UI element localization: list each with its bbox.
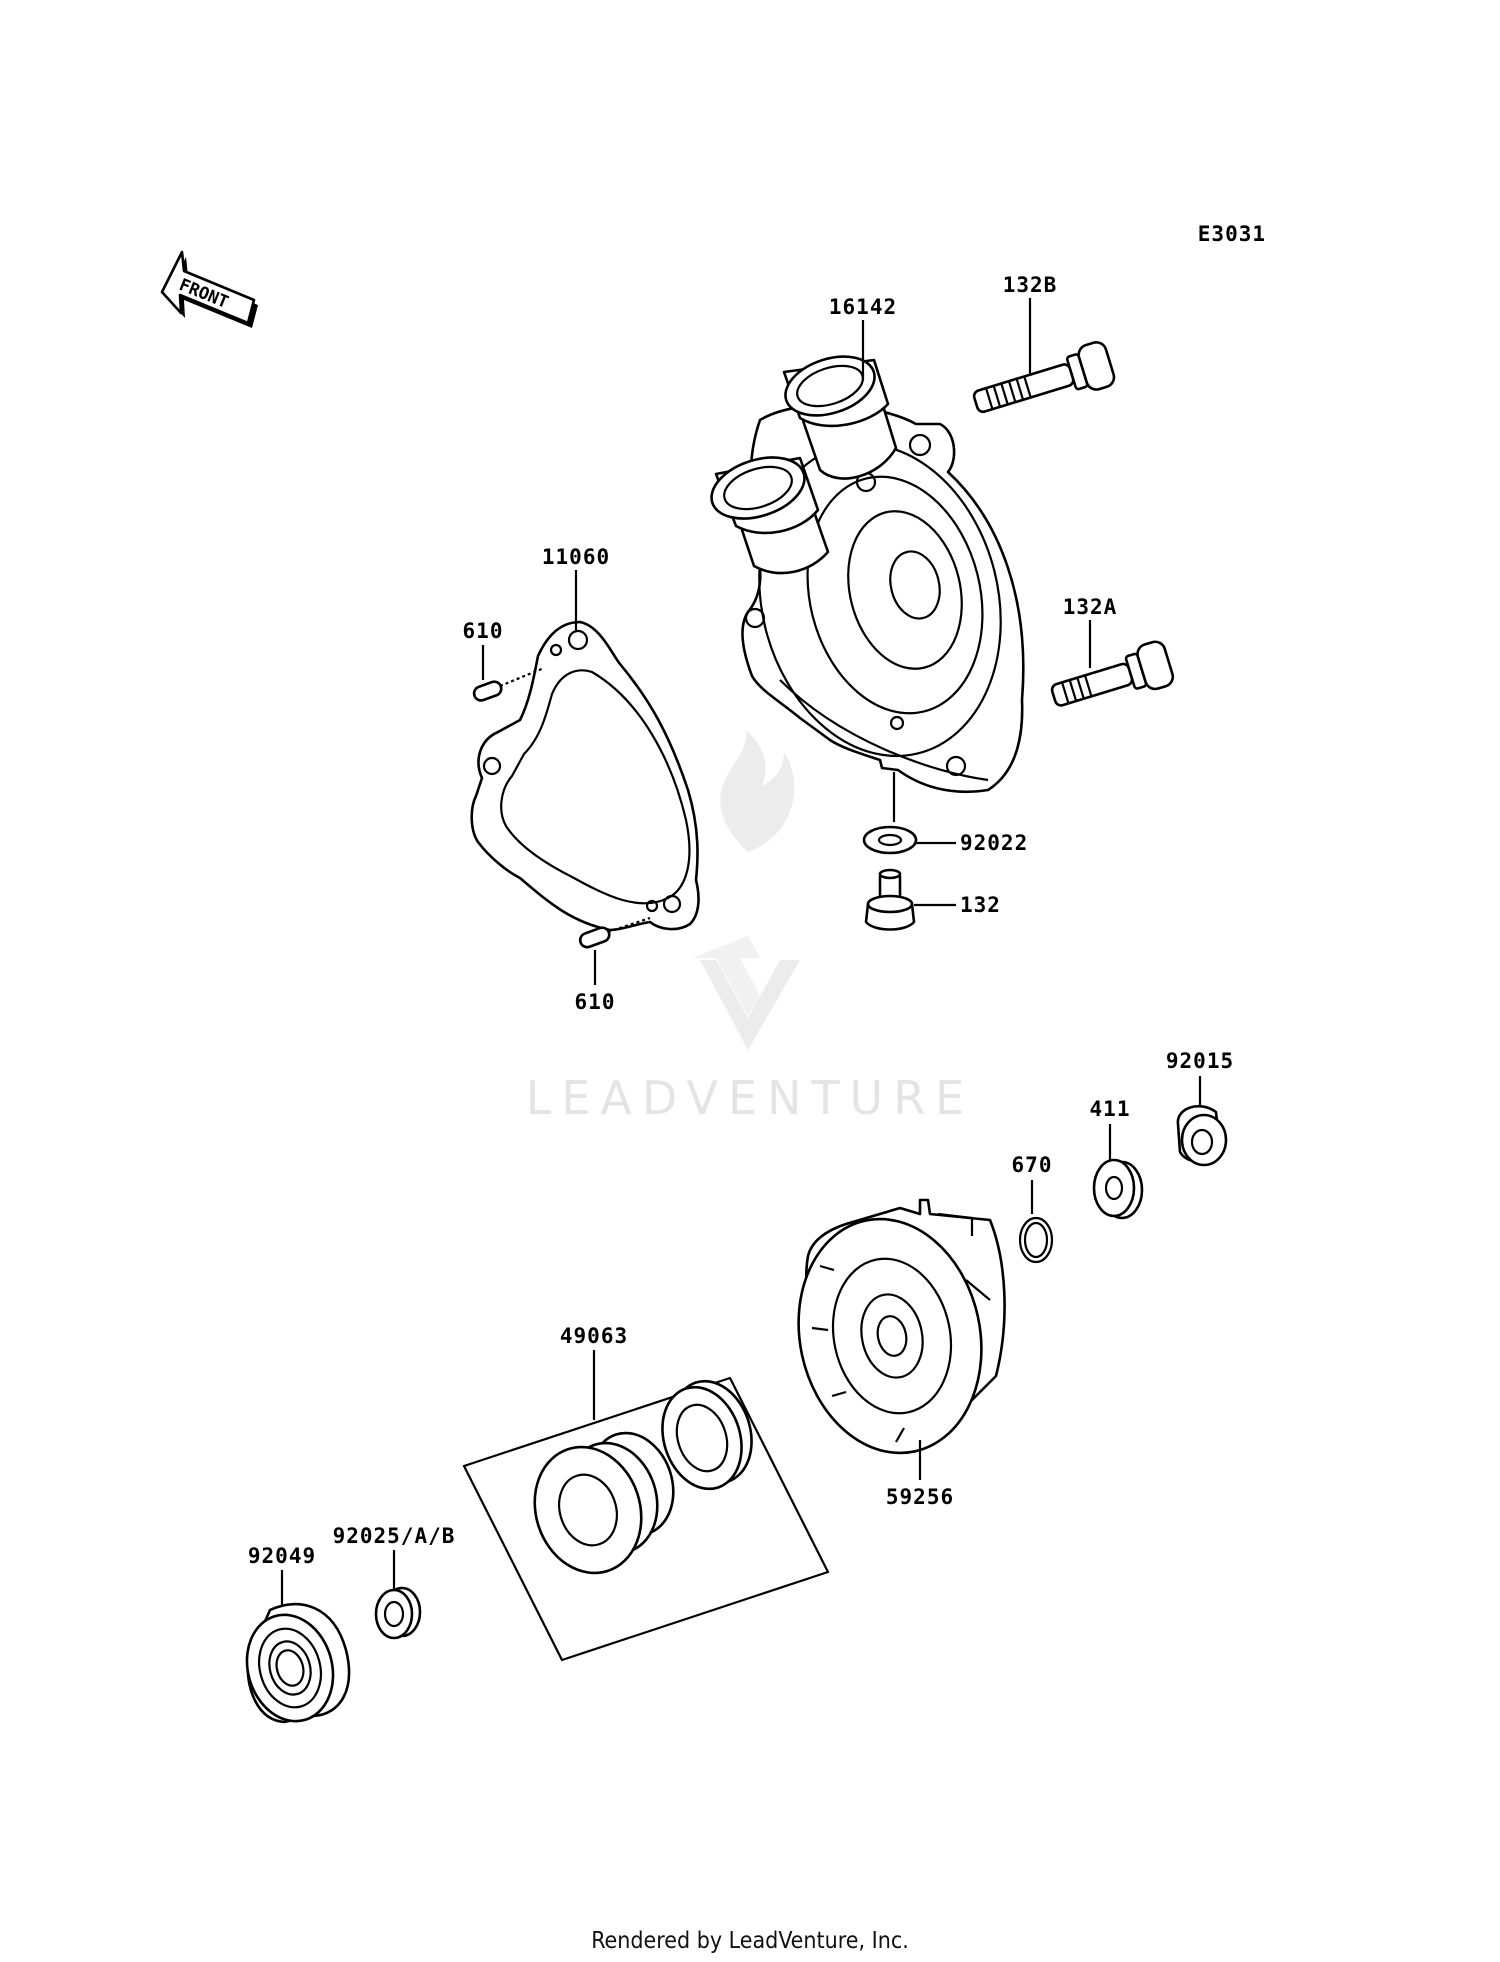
oil-seal-92025-icon [374,1586,422,1640]
label-49063: 49063 [560,1324,628,1348]
oring-670-icon [1018,1216,1054,1264]
bolt-132A-icon [1050,640,1175,707]
label-411: 411 [1090,1097,1131,1121]
label-670: 670 [1012,1153,1053,1177]
diagram-code: E3031 [1198,222,1266,246]
drain-bolt-132-icon [864,868,916,931]
label-92049: 92049 [248,1544,316,1568]
label-610-bottom: 610 [575,990,616,1014]
label-132A: 132A [1063,595,1118,619]
bolt-132B-icon [972,341,1116,414]
washer-92022-icon [862,825,918,855]
washer-411-icon [1092,1158,1144,1220]
label-92025: 92025/A/B [333,1524,456,1548]
label-132: 132 [960,893,1001,917]
label-16142: 16142 [829,295,897,319]
label-132B: 132B [1003,273,1058,297]
label-59256: 59256 [886,1485,954,1509]
bearing-92049-icon [245,1602,351,1724]
dowel-pin-610-top-icon [472,680,503,702]
label-11060: 11060 [542,545,610,569]
label-610-top: 610 [463,619,504,643]
label-92015: 92015 [1166,1049,1234,1073]
watermark-logo: LEADVENTURE [526,730,975,1125]
label-92022: 92022 [960,831,1028,855]
dowel-pin-610-bottom-icon [578,926,611,949]
pump-cover-16142 [710,355,1025,794]
inlet-pipe-lower [710,456,830,575]
footer-credit: Rendered by LeadVenture, Inc. [591,1928,909,1954]
front-arrow-icon: FRONT [160,250,258,328]
seal-set-49063 [462,1376,830,1662]
gasket-11060 [470,620,700,932]
nut-92015-icon [1176,1105,1228,1167]
watermark-brand-text: LEADVENTURE [526,1071,975,1125]
impeller-59256 [797,1198,1006,1455]
